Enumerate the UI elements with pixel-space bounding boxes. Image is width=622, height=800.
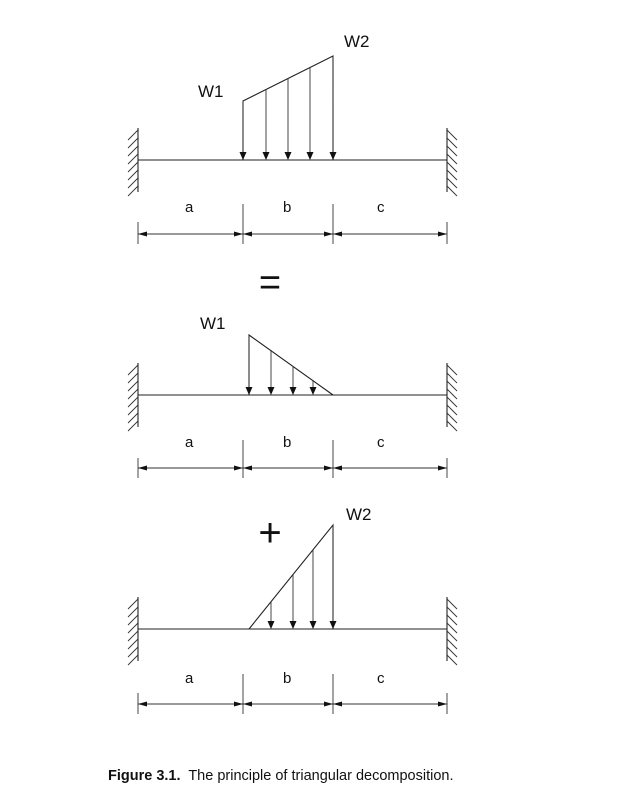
w2-label: W2 xyxy=(346,505,372,524)
w2-label: W2 xyxy=(344,32,370,51)
span-a-label: a xyxy=(185,199,194,216)
fixed-support-right xyxy=(446,362,458,432)
fixed-support-right xyxy=(446,127,458,197)
span-c-label: c xyxy=(377,434,385,451)
panel-increasing-triangle: W2 a b c xyxy=(127,505,458,714)
plus-operator: + xyxy=(258,511,281,555)
fixed-support-left xyxy=(127,127,139,197)
figure-caption: Figure 3.1. The principle of triangular … xyxy=(108,768,454,784)
triangular-load-w1 xyxy=(245,333,334,396)
span-c-label: c xyxy=(377,670,385,687)
w1-label: W1 xyxy=(198,82,224,101)
trapezoidal-load xyxy=(239,55,337,160)
span-a-label: a xyxy=(185,670,194,687)
fixed-support-left xyxy=(127,362,139,432)
caption-text: The principle of triangular decompositio… xyxy=(188,768,454,784)
span-b-label: b xyxy=(283,199,291,216)
span-a-label: a xyxy=(185,434,194,451)
span-b-label: b xyxy=(283,670,291,687)
fixed-support-right xyxy=(446,596,458,666)
panel-trapezoid: W1 W2 a b c xyxy=(127,32,458,244)
equals-operator: = xyxy=(259,262,281,304)
fixed-support-left xyxy=(127,596,139,666)
span-c-label: c xyxy=(377,199,385,216)
w1-label: W1 xyxy=(200,314,226,333)
dimension-line xyxy=(137,674,448,714)
dimension-line xyxy=(137,204,448,244)
span-b-label: b xyxy=(283,434,291,451)
figure-number: Figure 3.1. xyxy=(108,768,181,784)
triangular-load-w2 xyxy=(248,523,337,630)
panel-decreasing-triangle: W1 a b c xyxy=(127,314,458,478)
dimension-line xyxy=(137,440,448,478)
